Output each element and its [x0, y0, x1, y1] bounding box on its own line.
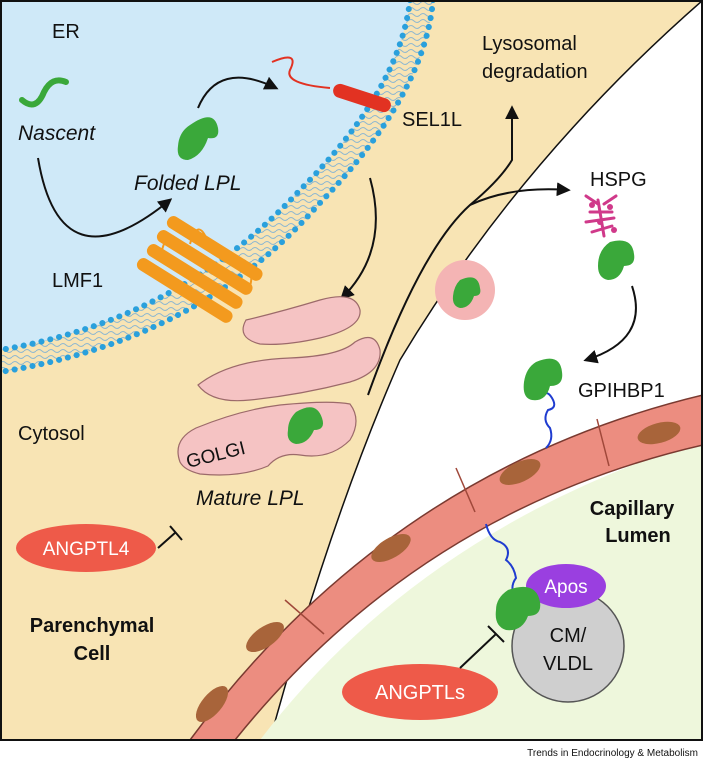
angptl4-badge	[16, 524, 156, 572]
journal-credit: Trends in Endocrinology & Metabolism	[527, 748, 698, 759]
lumen-gpihbp1-tether	[485, 523, 518, 597]
degradation-label: degradation	[482, 61, 588, 83]
golgi-icon	[177, 296, 381, 476]
cytosol-label: Cytosol	[18, 423, 85, 445]
lysosomal-label: Lysosomal	[482, 33, 577, 55]
lmf1-icon	[136, 216, 263, 323]
cell-junction	[596, 418, 610, 467]
hspg-lpl-icon	[598, 240, 635, 280]
endothelial-nucleus	[637, 421, 681, 445]
er-label: ER	[52, 21, 80, 43]
arrow-golgi-secretion	[367, 105, 519, 396]
nascent-label: Nascent	[18, 122, 96, 145]
arrow-er-to-golgi	[340, 177, 377, 300]
angptl4-label: ANGPTL4	[43, 539, 130, 560]
angptls-label: ANGPTLs	[375, 682, 465, 704]
er-membrane-inner	[0, 0, 413, 353]
lmf1-label: LMF1	[52, 270, 103, 292]
sel1l-icon	[333, 83, 391, 113]
hspg-label: HSPG	[590, 169, 647, 191]
lumen-label: Lumen	[605, 525, 671, 547]
hspg-icon	[584, 194, 618, 238]
cell-label: Cell	[74, 643, 111, 665]
angptl4-inhibition	[157, 525, 183, 549]
mature-lpl-label: Mature LPL	[196, 487, 305, 510]
cm-label: CM/	[550, 625, 587, 647]
cell-junction	[455, 467, 476, 513]
lumen-lpl-icon	[495, 586, 541, 631]
sel1l-loop	[271, 56, 331, 89]
endothelial-nucleus	[195, 685, 229, 723]
arrow-nascent-to-folded	[37, 157, 173, 238]
vesicle-lpl-icon	[452, 277, 481, 308]
endothelial-nucleus	[371, 534, 411, 562]
gpihbp1-label: GPIHBP1	[578, 380, 665, 402]
gpihbp1-lpl-icon	[523, 358, 563, 401]
er-membrane-outer	[0, 0, 436, 375]
angptls-inhibition	[459, 625, 505, 669]
arrow-to-hspg	[469, 182, 571, 206]
sel1l-label: SEL1L	[402, 109, 462, 131]
figure-frame	[0, 0, 703, 741]
endothelial-nucleus	[499, 459, 541, 485]
arrow-hspg-to-gpihbp1	[583, 285, 637, 364]
cell-boundary	[269, 0, 703, 741]
apos-badge	[526, 564, 606, 608]
folded-lpl-label: Folded LPL	[134, 172, 241, 195]
parenchymal-label: Parenchymal	[30, 615, 155, 637]
apos-label: Apos	[544, 577, 587, 598]
folded-lpl-icon	[177, 117, 219, 160]
vldl-label: VLDL	[543, 653, 593, 675]
cell-junction	[284, 599, 325, 635]
angptls-badge	[342, 664, 498, 720]
arrow-folded-to-sel1l	[197, 76, 279, 109]
er-lumen	[0, 0, 410, 350]
endothelial-nucleus	[246, 621, 284, 653]
nascent-lpl-icon	[19, 77, 69, 108]
capillary-label: Capillary	[590, 498, 675, 520]
gpihbp1-tether	[539, 392, 556, 449]
